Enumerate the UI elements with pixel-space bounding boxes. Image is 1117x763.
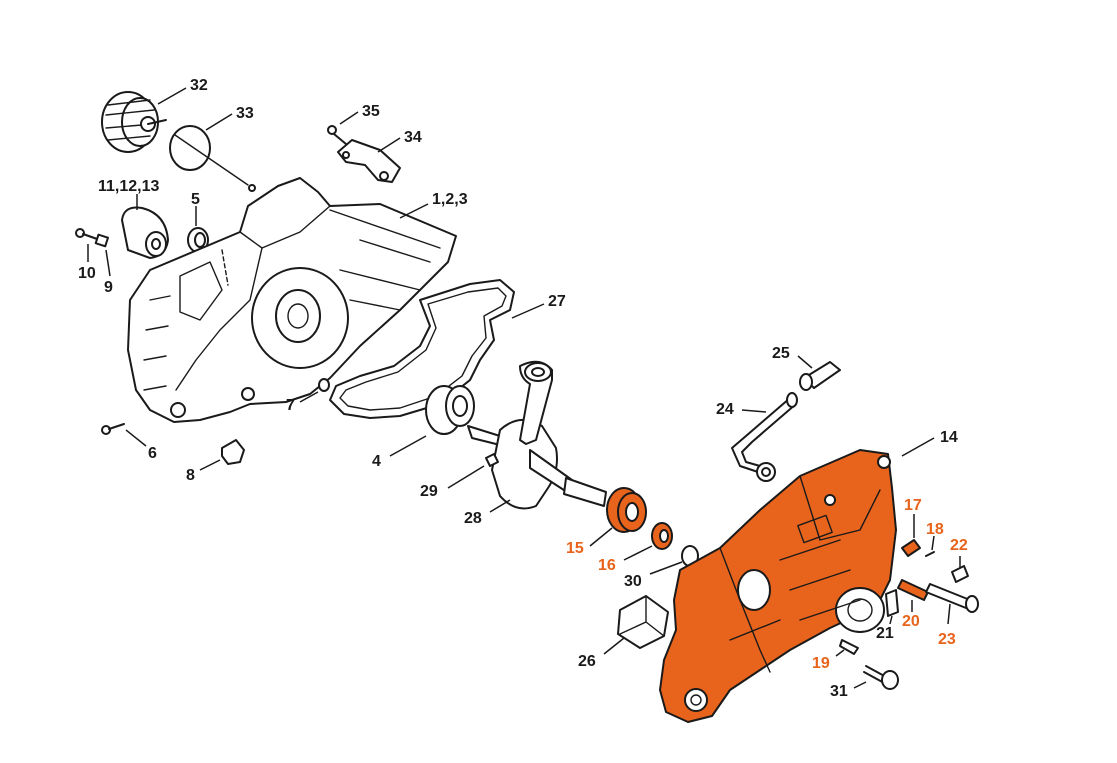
label-21: 21 [876, 625, 894, 642]
part-26-buffer [617, 595, 669, 649]
label-6: 6 [148, 445, 157, 462]
label-5: 5 [191, 191, 200, 208]
label-24: 24 [716, 401, 734, 418]
label-4: 4 [372, 453, 381, 470]
part-22-stud [951, 565, 969, 583]
label-8: 8 [186, 467, 195, 484]
label-19: 19 [812, 655, 830, 672]
label-14: 14 [940, 429, 958, 446]
part-11-12-13-cap [121, 206, 169, 259]
part-33-o-ring-screw [169, 125, 256, 192]
part-29-key [485, 453, 499, 467]
part-24-oil-hose [731, 392, 798, 482]
label-25: 25 [772, 345, 790, 362]
part-32-starter-cup [101, 91, 167, 153]
part-1-2-3-crankcase [127, 177, 457, 423]
label-7: 7 [286, 397, 295, 414]
part-9-sleeve [94, 233, 109, 248]
part-5-seal [187, 227, 209, 253]
part-8-plug [221, 439, 245, 465]
label-30: 30 [624, 573, 642, 590]
part-6-screw [101, 423, 125, 435]
label-10: 10 [78, 265, 96, 282]
label-11-12-13: 11,12,13 [98, 178, 160, 195]
label-35: 35 [362, 103, 380, 120]
part-28-crankshaft [467, 360, 607, 510]
part-19-screw [839, 639, 859, 655]
label-31: 31 [830, 683, 848, 700]
part-18-pin [925, 551, 935, 557]
label-9: 9 [104, 279, 113, 296]
part-16-seal [651, 522, 673, 550]
part-21-stud [885, 589, 899, 617]
part-35-screw [327, 125, 347, 145]
part-7-dowel [318, 378, 330, 392]
part-25-connector [799, 361, 841, 391]
part-34-bracket [337, 139, 401, 183]
label-16: 16 [598, 557, 616, 574]
label-33: 33 [236, 105, 254, 122]
label-15: 15 [566, 540, 584, 557]
part-labels: 32 33 35 34 11,12,13 5 1,2,3 10 9 27 25 … [78, 77, 968, 700]
label-34: 34 [404, 129, 422, 146]
label-18: 18 [926, 521, 944, 538]
part-20-stud [897, 579, 929, 601]
part-4-bearing [425, 385, 475, 435]
label-22: 22 [950, 537, 968, 554]
part-31-screw [863, 665, 899, 690]
label-28: 28 [464, 510, 482, 527]
leader-lines [87, 87, 961, 689]
label-26: 26 [578, 653, 596, 670]
label-1-2-3: 1,2,3 [432, 191, 468, 208]
label-17: 17 [904, 497, 922, 514]
part-27-gasket [329, 279, 515, 419]
label-23: 23 [938, 631, 956, 648]
part-14-crankcase-half [659, 449, 897, 723]
part-23-collar-stud [925, 583, 979, 613]
part-15-bearing [606, 487, 647, 533]
part-17-sleeve [901, 539, 921, 557]
label-29: 29 [420, 483, 438, 500]
label-20: 20 [902, 613, 920, 630]
label-32: 32 [190, 77, 208, 94]
label-27: 27 [548, 293, 566, 310]
